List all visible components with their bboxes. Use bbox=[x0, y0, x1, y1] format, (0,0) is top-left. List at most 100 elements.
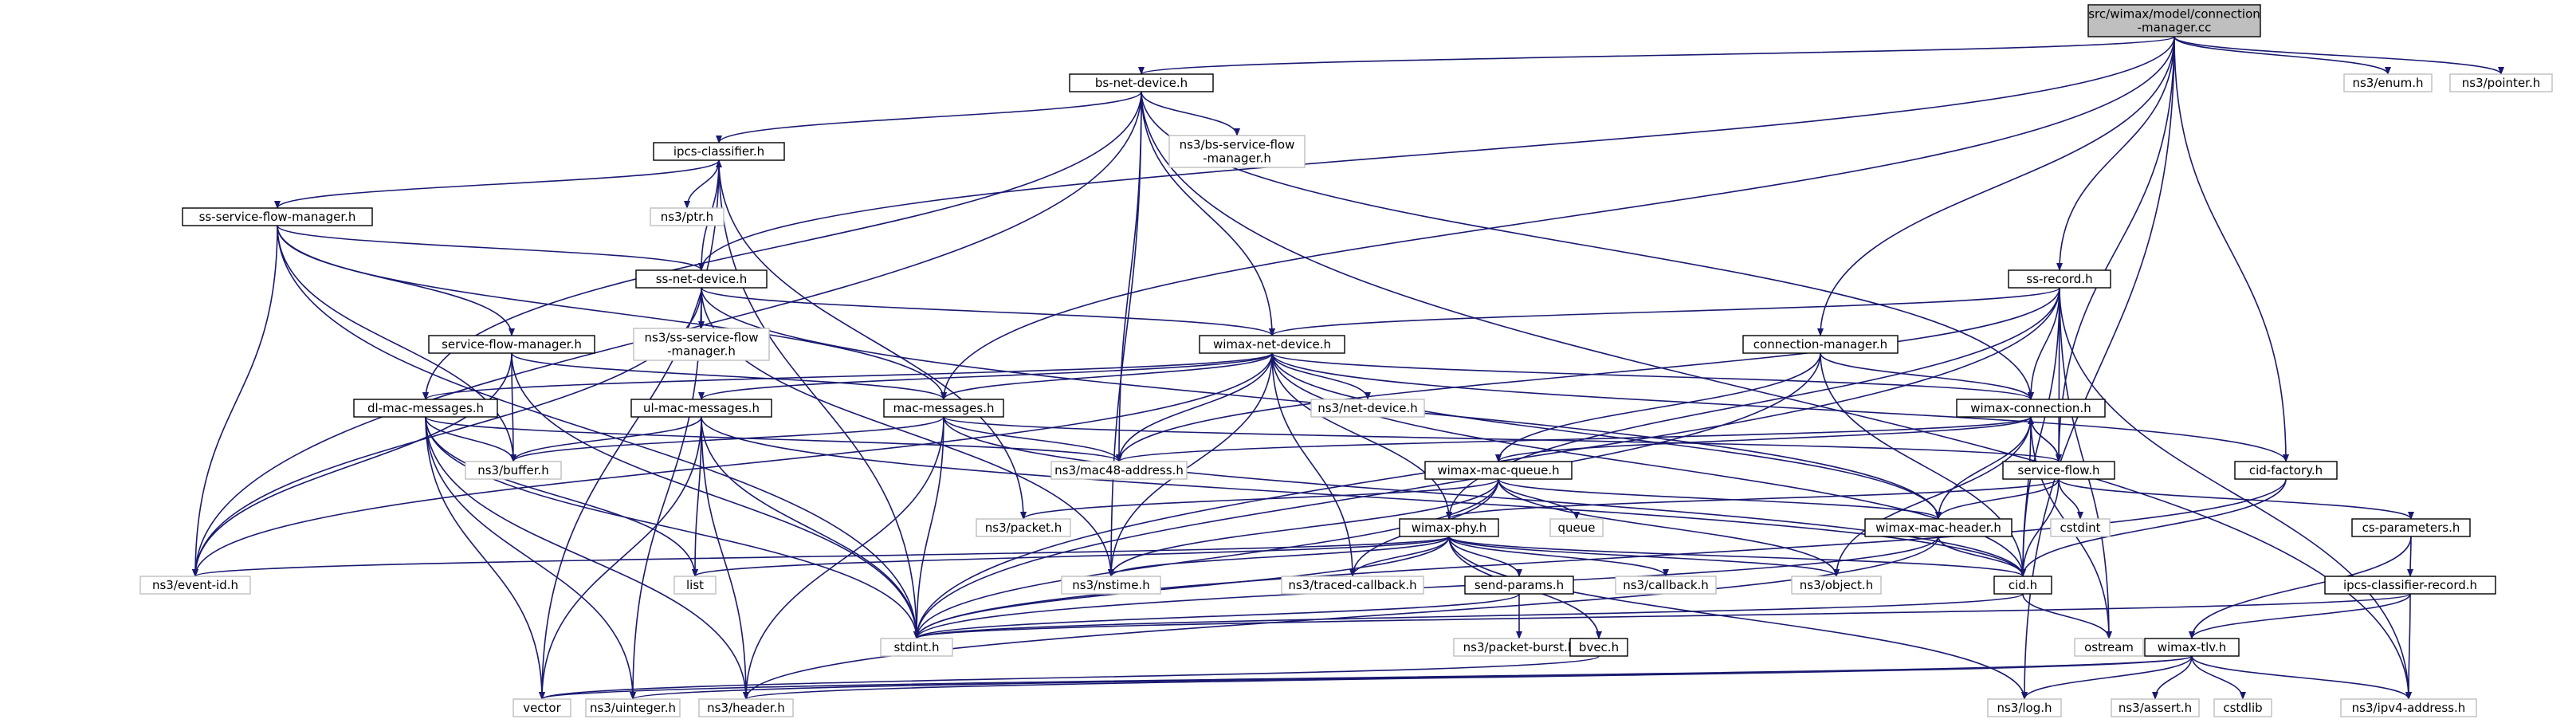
edge-wimax-mac-queue-to-ns3-object bbox=[1498, 478, 1840, 577]
edge-ss-service-flow-manager-to-ss-net-device bbox=[277, 225, 705, 271]
node-ns3-nstime: ns3/nstime.h bbox=[1061, 576, 1161, 595]
edge-mac-messages-to-ns3-buffer bbox=[510, 416, 944, 462]
node-label: ns3/event-id.h bbox=[152, 578, 238, 592]
node-ns3-header: ns3/header.h bbox=[698, 698, 794, 717]
node-cid[interactable]: cid.h bbox=[1993, 576, 2052, 595]
node-mac-messages[interactable]: mac-messages.h bbox=[883, 399, 1004, 418]
edge-bs-net-device-to-wimax-net-device bbox=[1141, 91, 1275, 336]
edge-wimax-phy-to-ns3-callback bbox=[1448, 536, 1669, 577]
node-wimax-mac-queue[interactable]: wimax-mac-queue.h bbox=[1424, 461, 1573, 480]
node-ns3-object: ns3/object.h bbox=[1791, 576, 1882, 595]
edge-wimax-net-device-to-ns3-nstime bbox=[1108, 352, 1273, 577]
edge-wimax-net-device-to-ul-mac-messages bbox=[698, 352, 1273, 400]
node-label: service-flow.h bbox=[2018, 463, 2100, 477]
edge-ss-record-to-ns3-ipv4-address bbox=[2059, 287, 2412, 700]
node-bvec[interactable]: bvec.h bbox=[1569, 638, 1628, 657]
edge-wimax-net-device-to-ns3-net-device bbox=[1271, 352, 1371, 400]
node-ul-mac-messages[interactable]: ul-mac-messages.h bbox=[630, 399, 772, 418]
node-label: wimax-mac-header.h bbox=[1875, 521, 2001, 535]
edge-connection-manager-to-stdint bbox=[913, 352, 1821, 639]
node-ns3-net-device: ns3/net-device.h bbox=[1310, 399, 1425, 418]
node-service-flow[interactable]: service-flow.h bbox=[2002, 461, 2115, 480]
node-ipcs-classifier[interactable]: ipcs-classifier.h bbox=[653, 142, 785, 161]
edge-root-to-cid-factory bbox=[2174, 36, 2289, 462]
node-label: connection-manager.h bbox=[1753, 337, 1887, 352]
edge-wimax-mac-queue-to-ns3-packet bbox=[1020, 478, 1499, 520]
node-label: ns3/bs-service-flow bbox=[1180, 138, 1295, 152]
node-wimax-net-device[interactable]: wimax-net-device.h bbox=[1199, 335, 1345, 354]
node-label: ns3/packet.h bbox=[985, 521, 1062, 535]
node-ns3-assert: ns3/assert.h bbox=[2111, 698, 2200, 717]
node-root[interactable]: src/wimax/model/connection-manager.cc bbox=[2087, 4, 2261, 37]
edge-wimax-net-device-to-dl-mac-messages bbox=[422, 352, 1273, 400]
node-ss-service-flow-manager[interactable]: ss-service-flow-manager.h bbox=[182, 207, 373, 226]
node-cid-factory[interactable]: cid-factory.h bbox=[2234, 461, 2338, 480]
node-box bbox=[2343, 73, 2433, 92]
edge-ipcs-classifier-record-to-stdint bbox=[913, 593, 2411, 639]
edge-ipcs-classifier-to-ss-service-flow-manager bbox=[274, 159, 720, 209]
node-box bbox=[2449, 73, 2553, 92]
edge-dl-mac-messages-to-ns3-header bbox=[425, 416, 749, 700]
node-wimax-mac-header[interactable]: wimax-mac-header.h bbox=[1864, 518, 2012, 537]
node-box bbox=[2340, 698, 2477, 717]
node-ns3-mac48: ns3/mac48-address.h bbox=[1050, 461, 1188, 480]
edge-bs-net-device-to-ipcs-classifier bbox=[716, 91, 1142, 143]
edge-ss-net-device-to-wimax-net-device bbox=[701, 287, 1275, 336]
edge-wimax-phy-to-stdint bbox=[913, 536, 1450, 639]
node-dl-mac-messages[interactable]: dl-mac-messages.h bbox=[353, 399, 498, 418]
node-bs-net-device[interactable]: bs-net-device.h bbox=[1069, 73, 1214, 92]
node-box bbox=[1864, 518, 2012, 537]
node-label: ns3/traced-callback.h bbox=[1288, 578, 1416, 592]
edge-wimax-connection-to-wimax-mac-queue bbox=[1495, 416, 2032, 462]
node-label: dl-mac-messages.h bbox=[367, 401, 484, 415]
node-box bbox=[1791, 576, 1882, 595]
edge-wimax-phy-to-cid bbox=[1448, 536, 2026, 577]
edge-wimax-net-device-to-ns3-traced-callback bbox=[1271, 352, 1356, 577]
node-label: ul-mac-messages.h bbox=[643, 401, 760, 415]
node-wimax-connection[interactable]: wimax-connection.h bbox=[1956, 399, 2106, 418]
node-ss-record[interactable]: ss-record.h bbox=[2008, 269, 2111, 289]
node-ns3-packet: ns3/packet.h bbox=[976, 518, 1071, 537]
node-queue: queue bbox=[1549, 518, 1604, 537]
node-label: -manager.h bbox=[1203, 151, 1271, 166]
node-wimax-phy[interactable]: wimax-phy.h bbox=[1399, 518, 1499, 537]
node-label: ns3/uinteger.h bbox=[590, 701, 676, 715]
node-label: ns3/nstime.h bbox=[1072, 578, 1149, 592]
node-box bbox=[353, 399, 498, 418]
edge-wimax-phy-to-ns3-nstime bbox=[1108, 536, 1450, 577]
node-ipcs-classifier-record[interactable]: ipcs-classifier-record.h bbox=[2324, 576, 2496, 595]
edge-ss-service-flow-manager-to-stdint bbox=[277, 225, 920, 639]
node-box bbox=[1987, 698, 2062, 717]
node-box bbox=[1199, 335, 1345, 354]
edge-wimax-connection-to-ns3-mac48 bbox=[1116, 416, 2032, 462]
edge-mac-messages-to-stdint bbox=[913, 416, 944, 639]
node-cs-parameters[interactable]: cs-parameters.h bbox=[2351, 518, 2471, 537]
node-label: wimax-net-device.h bbox=[1213, 337, 1331, 352]
node-box bbox=[698, 698, 794, 717]
edge-ipcs-classifier-to-ns3-packet bbox=[718, 159, 1027, 520]
node-box bbox=[2213, 698, 2272, 717]
node-label: ss-record.h bbox=[2026, 272, 2092, 286]
node-ns3-ipv4-address: ns3/ipv4-address.h bbox=[2340, 698, 2477, 717]
node-label: ns3/enum.h bbox=[2352, 76, 2423, 90]
node-connection-manager[interactable]: connection-manager.h bbox=[1742, 335, 1899, 354]
edge-ss-net-device-to-ns3-event-id bbox=[192, 287, 702, 577]
node-box bbox=[976, 518, 1071, 537]
node-service-flow-manager[interactable]: service-flow-manager.h bbox=[428, 335, 595, 354]
node-label: src/wimax/model/connection bbox=[2088, 7, 2260, 22]
node-label: cid-factory.h bbox=[2249, 463, 2323, 477]
node-ns3-bs-service-flow: ns3/bs-service-flow-manager.h bbox=[1168, 135, 1306, 168]
node-box bbox=[1281, 576, 1424, 595]
node-box bbox=[1615, 576, 1717, 595]
edge-wimax-tlv-to-ns3-ipv4-address bbox=[2191, 655, 2412, 700]
node-wimax-tlv[interactable]: wimax-tlv.h bbox=[2144, 638, 2240, 657]
node-box bbox=[2074, 638, 2144, 657]
edge-root-to-service-flow bbox=[2056, 36, 2175, 462]
edge-dl-mac-messages-to-ns3-mac48 bbox=[425, 416, 1122, 462]
node-ss-net-device[interactable]: ss-net-device.h bbox=[635, 269, 768, 289]
node-box bbox=[2351, 518, 2471, 537]
node-box bbox=[1061, 576, 1161, 595]
node-send-params[interactable]: send-params.h bbox=[1464, 576, 1574, 595]
node-box bbox=[465, 461, 562, 480]
edge-connection-manager-to-wimax-connection bbox=[1820, 352, 2034, 400]
